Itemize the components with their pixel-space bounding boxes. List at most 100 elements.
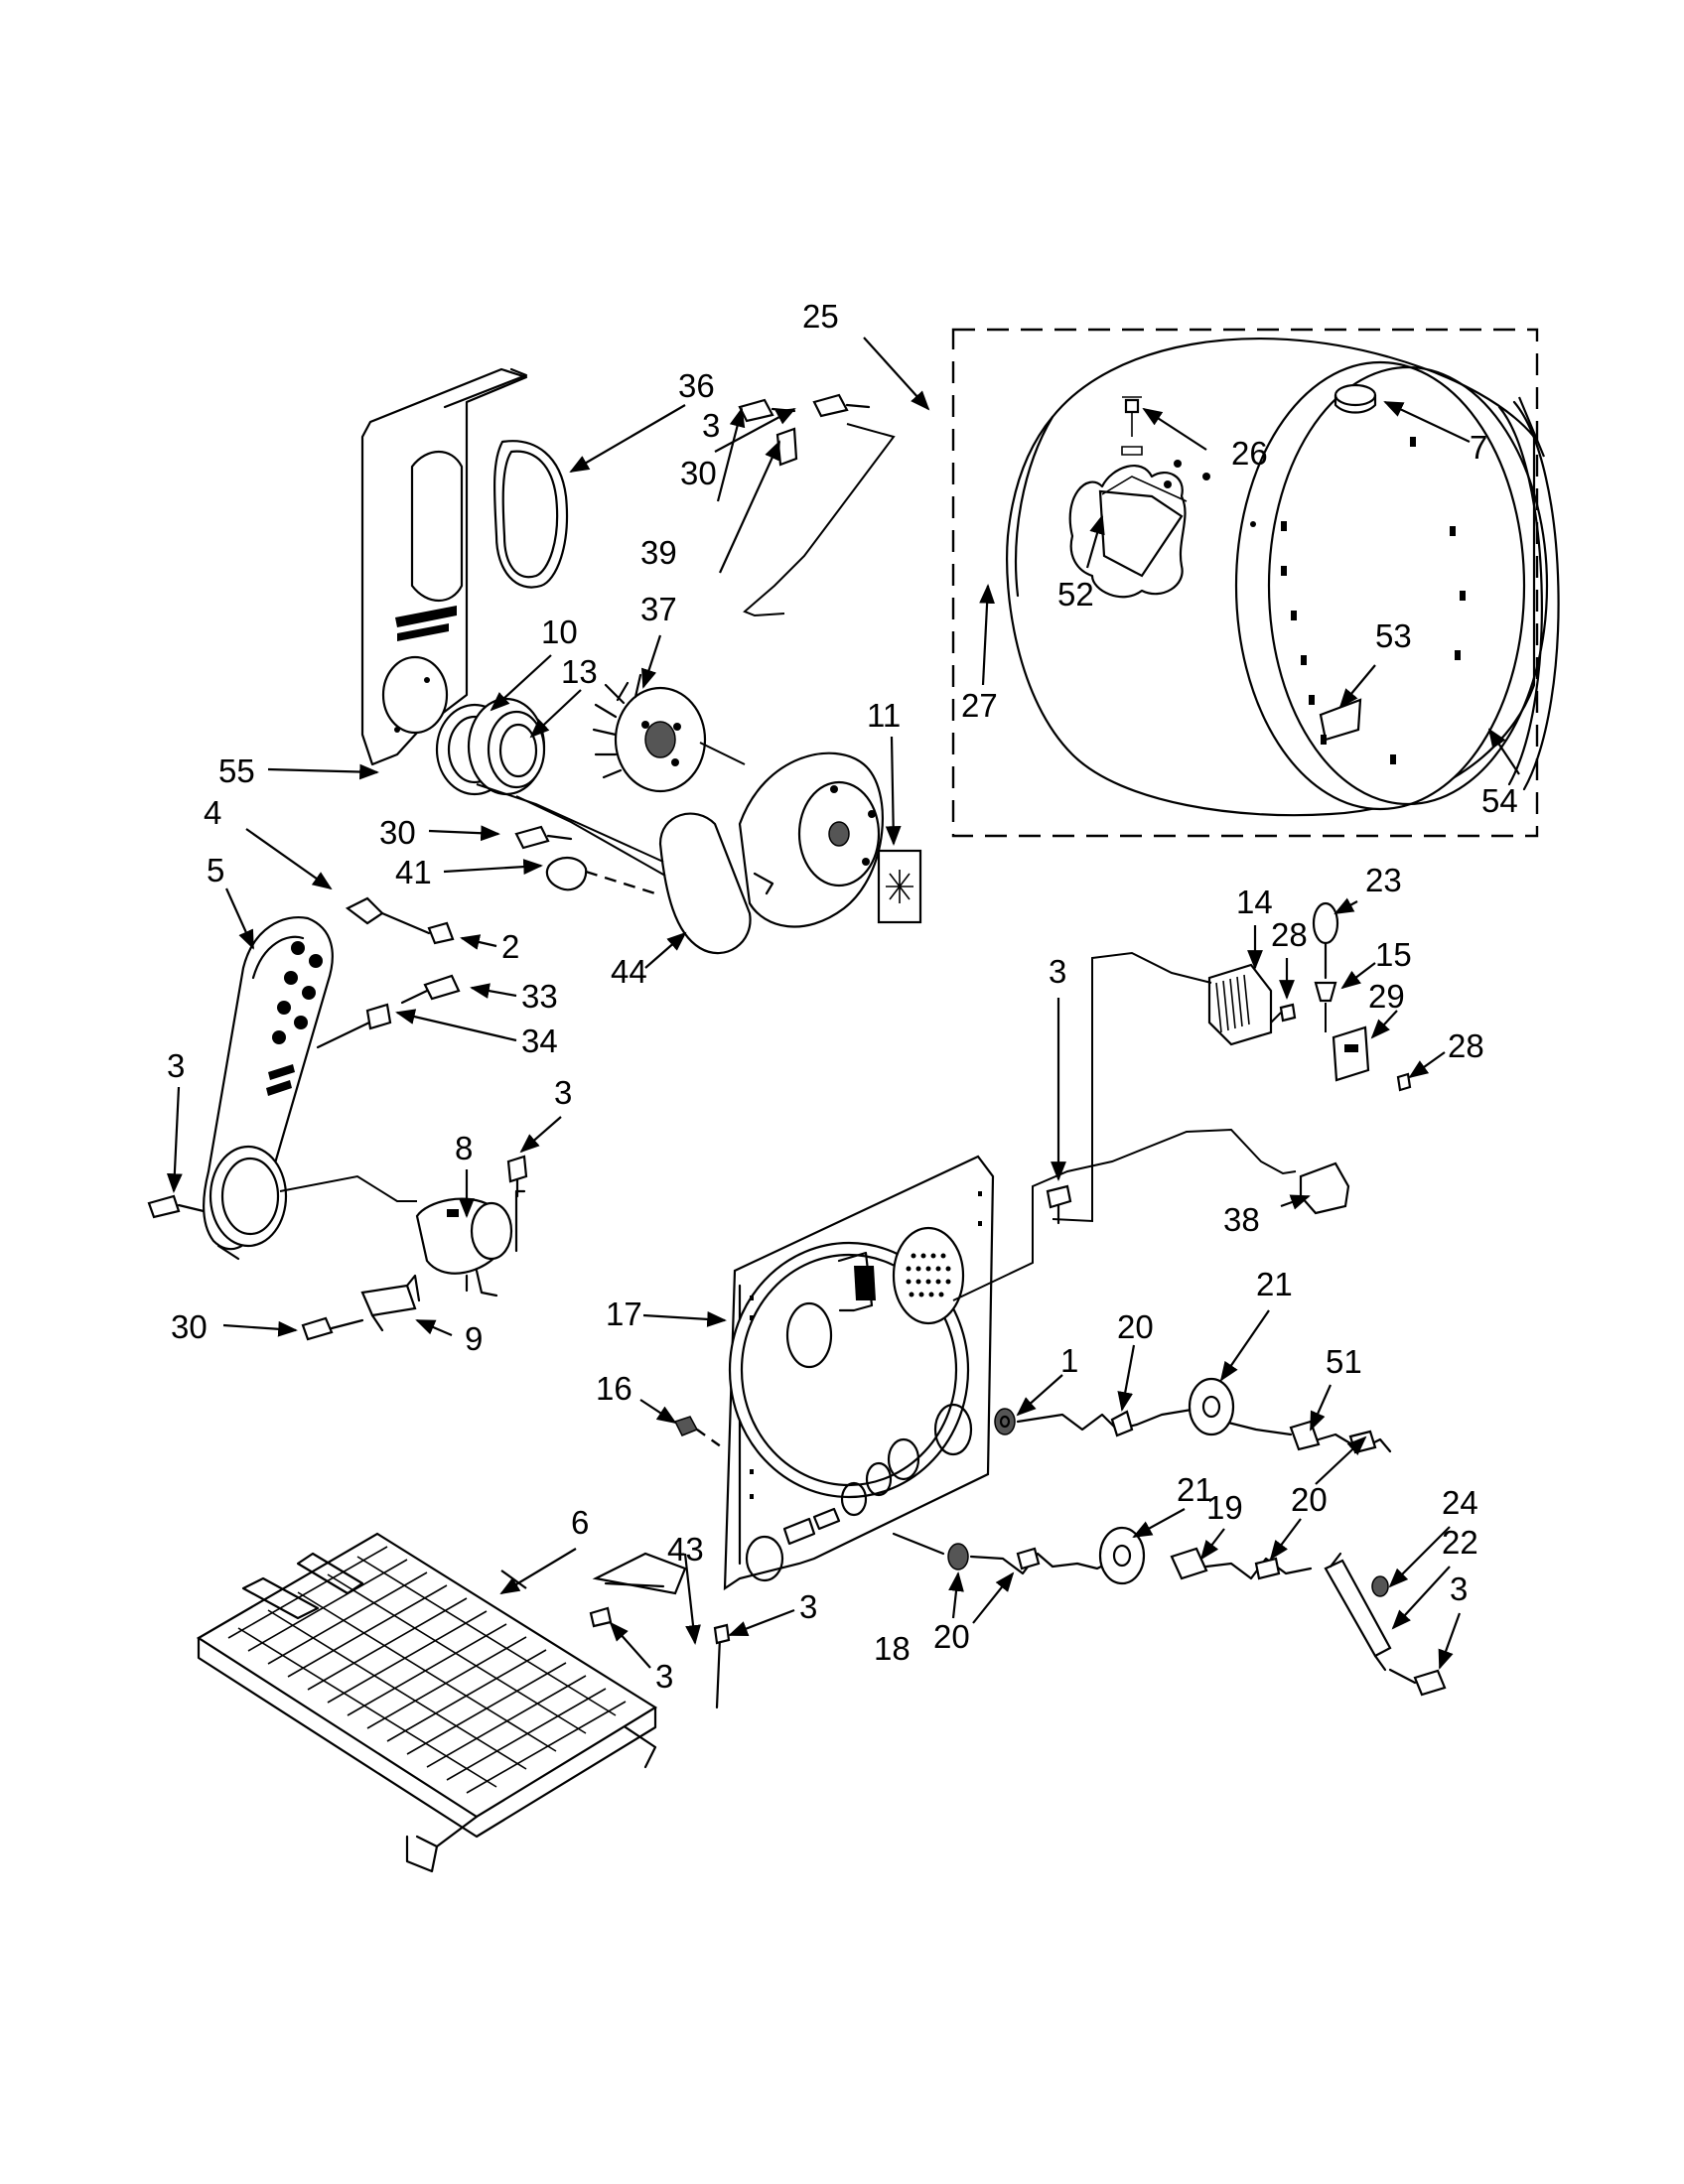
callout-53: 53 xyxy=(1375,617,1412,654)
callout-3-hinge-right: 3 xyxy=(799,1588,817,1625)
callout-17: 17 xyxy=(606,1296,642,1332)
screw-3-hinge xyxy=(589,1606,613,1628)
drum-cutaway xyxy=(1068,465,1187,599)
callout-34: 34 xyxy=(521,1023,558,1059)
wire-7 xyxy=(952,1128,1297,1301)
exhaust-duct xyxy=(202,916,334,1261)
clip-20a xyxy=(1110,1410,1134,1437)
callout-11: 11 xyxy=(867,697,901,734)
drum xyxy=(1006,338,1560,817)
bulkhead-opening xyxy=(410,451,464,602)
callout-38: 38 xyxy=(1223,1201,1260,1238)
callout-22: 22 xyxy=(1442,1524,1478,1561)
callout-13: 13 xyxy=(561,653,598,690)
callout-15: 15 xyxy=(1375,936,1412,973)
drum-assembly-group xyxy=(951,328,1560,838)
clip-4 xyxy=(345,896,384,925)
callout-20-top: 20 xyxy=(1117,1308,1154,1345)
thermistor xyxy=(545,857,588,891)
screw-33 xyxy=(423,974,461,1001)
wire-6 xyxy=(1052,951,1212,1223)
motor-8 xyxy=(415,1189,526,1297)
wire-2 xyxy=(743,423,896,617)
drum-support-lower xyxy=(892,1526,1313,1585)
callout-7: 7 xyxy=(1470,429,1487,466)
callout-1: 1 xyxy=(1060,1342,1078,1379)
callout-18: 18 xyxy=(874,1630,911,1667)
callout-54: 54 xyxy=(1481,782,1518,819)
callout-36: 36 xyxy=(678,367,715,404)
screw-3-left xyxy=(147,1194,181,1219)
callout-25: 25 xyxy=(802,298,839,335)
callout-28-top: 28 xyxy=(1271,916,1308,953)
callout-3-motor: 3 xyxy=(554,1074,572,1111)
foot-38 xyxy=(1299,1161,1350,1215)
callout-2: 2 xyxy=(501,928,519,965)
drum-rear-opening xyxy=(1234,360,1526,811)
callout-10: 10 xyxy=(541,614,578,650)
screw-2 xyxy=(427,921,455,945)
callout-6: 6 xyxy=(571,1504,589,1541)
washer-1 xyxy=(994,1408,1016,1435)
drum-plug xyxy=(1333,383,1377,414)
callout-43: 43 xyxy=(667,1531,704,1568)
callout-21-bottom: 21 xyxy=(1177,1471,1213,1508)
callout-30-low: 30 xyxy=(171,1308,208,1345)
callout-37: 37 xyxy=(640,591,677,627)
callout-41: 41 xyxy=(395,854,432,890)
callout-3-hinge-left: 3 xyxy=(655,1658,673,1695)
callout-19: 19 xyxy=(1206,1489,1243,1526)
callout-23: 23 xyxy=(1365,862,1402,898)
callout-16: 16 xyxy=(596,1370,632,1407)
screw-30-mid xyxy=(514,825,550,850)
wire-1 xyxy=(476,783,664,863)
screw-28a xyxy=(1279,1003,1297,1023)
callout-14: 14 xyxy=(1236,884,1273,920)
callout-24: 24 xyxy=(1442,1484,1478,1521)
bulkhead-ring xyxy=(381,655,449,735)
callout-3-top: 3 xyxy=(702,407,720,444)
callout-3-rear: 3 xyxy=(1049,953,1066,990)
callout-21-top: 21 xyxy=(1256,1266,1293,1302)
part-15 xyxy=(1314,981,1337,1003)
drum-baffle xyxy=(1098,489,1184,578)
leader-lines xyxy=(166,337,1546,1670)
wire-5 xyxy=(279,1174,417,1202)
screw-28b xyxy=(1396,1072,1412,1092)
callout-20-bottom: 20 xyxy=(933,1618,970,1655)
callout-4: 4 xyxy=(204,794,221,831)
shaft-51 xyxy=(1289,1420,1321,1451)
callout-28-low: 28 xyxy=(1448,1027,1484,1064)
callout-9: 9 xyxy=(465,1320,483,1357)
bulkhead-seal xyxy=(492,440,568,589)
callout-26: 26 xyxy=(1231,435,1268,472)
wire-4 xyxy=(515,795,666,877)
screw-3-bracket xyxy=(1413,1669,1447,1697)
clip-20c xyxy=(1016,1547,1041,1570)
switch-9 xyxy=(360,1274,421,1332)
sensor-23 xyxy=(1312,901,1339,945)
callout-39: 39 xyxy=(640,534,677,571)
bracket-22 xyxy=(1324,1559,1392,1658)
bracket-39 xyxy=(775,427,798,467)
screw-3-rear xyxy=(1046,1184,1072,1209)
callout-30-mid: 30 xyxy=(379,814,416,851)
blower-impeller xyxy=(592,673,707,793)
terminal-block-14 xyxy=(1207,963,1273,1046)
top-panel xyxy=(196,1532,658,1873)
callout-33: 33 xyxy=(521,978,558,1015)
duct-vent-holes xyxy=(272,941,323,1044)
rear-grille-dots xyxy=(906,1253,951,1297)
screw-30-low xyxy=(301,1316,334,1341)
callout-20-right: 20 xyxy=(1291,1481,1328,1518)
callout-30-top: 30 xyxy=(680,455,717,491)
clip-20d xyxy=(1254,1557,1281,1580)
drum-screw xyxy=(1121,396,1143,456)
drum-rear-holes xyxy=(1281,437,1466,764)
rear-bulkhead xyxy=(723,1155,995,1591)
callout-52: 52 xyxy=(1057,576,1094,613)
front-bulkhead xyxy=(360,367,528,766)
callout-labels: 25 7 26 52 27 53 54 36 3 30 39 37 10 13 … xyxy=(167,298,1518,1695)
washer-18 xyxy=(947,1543,969,1570)
